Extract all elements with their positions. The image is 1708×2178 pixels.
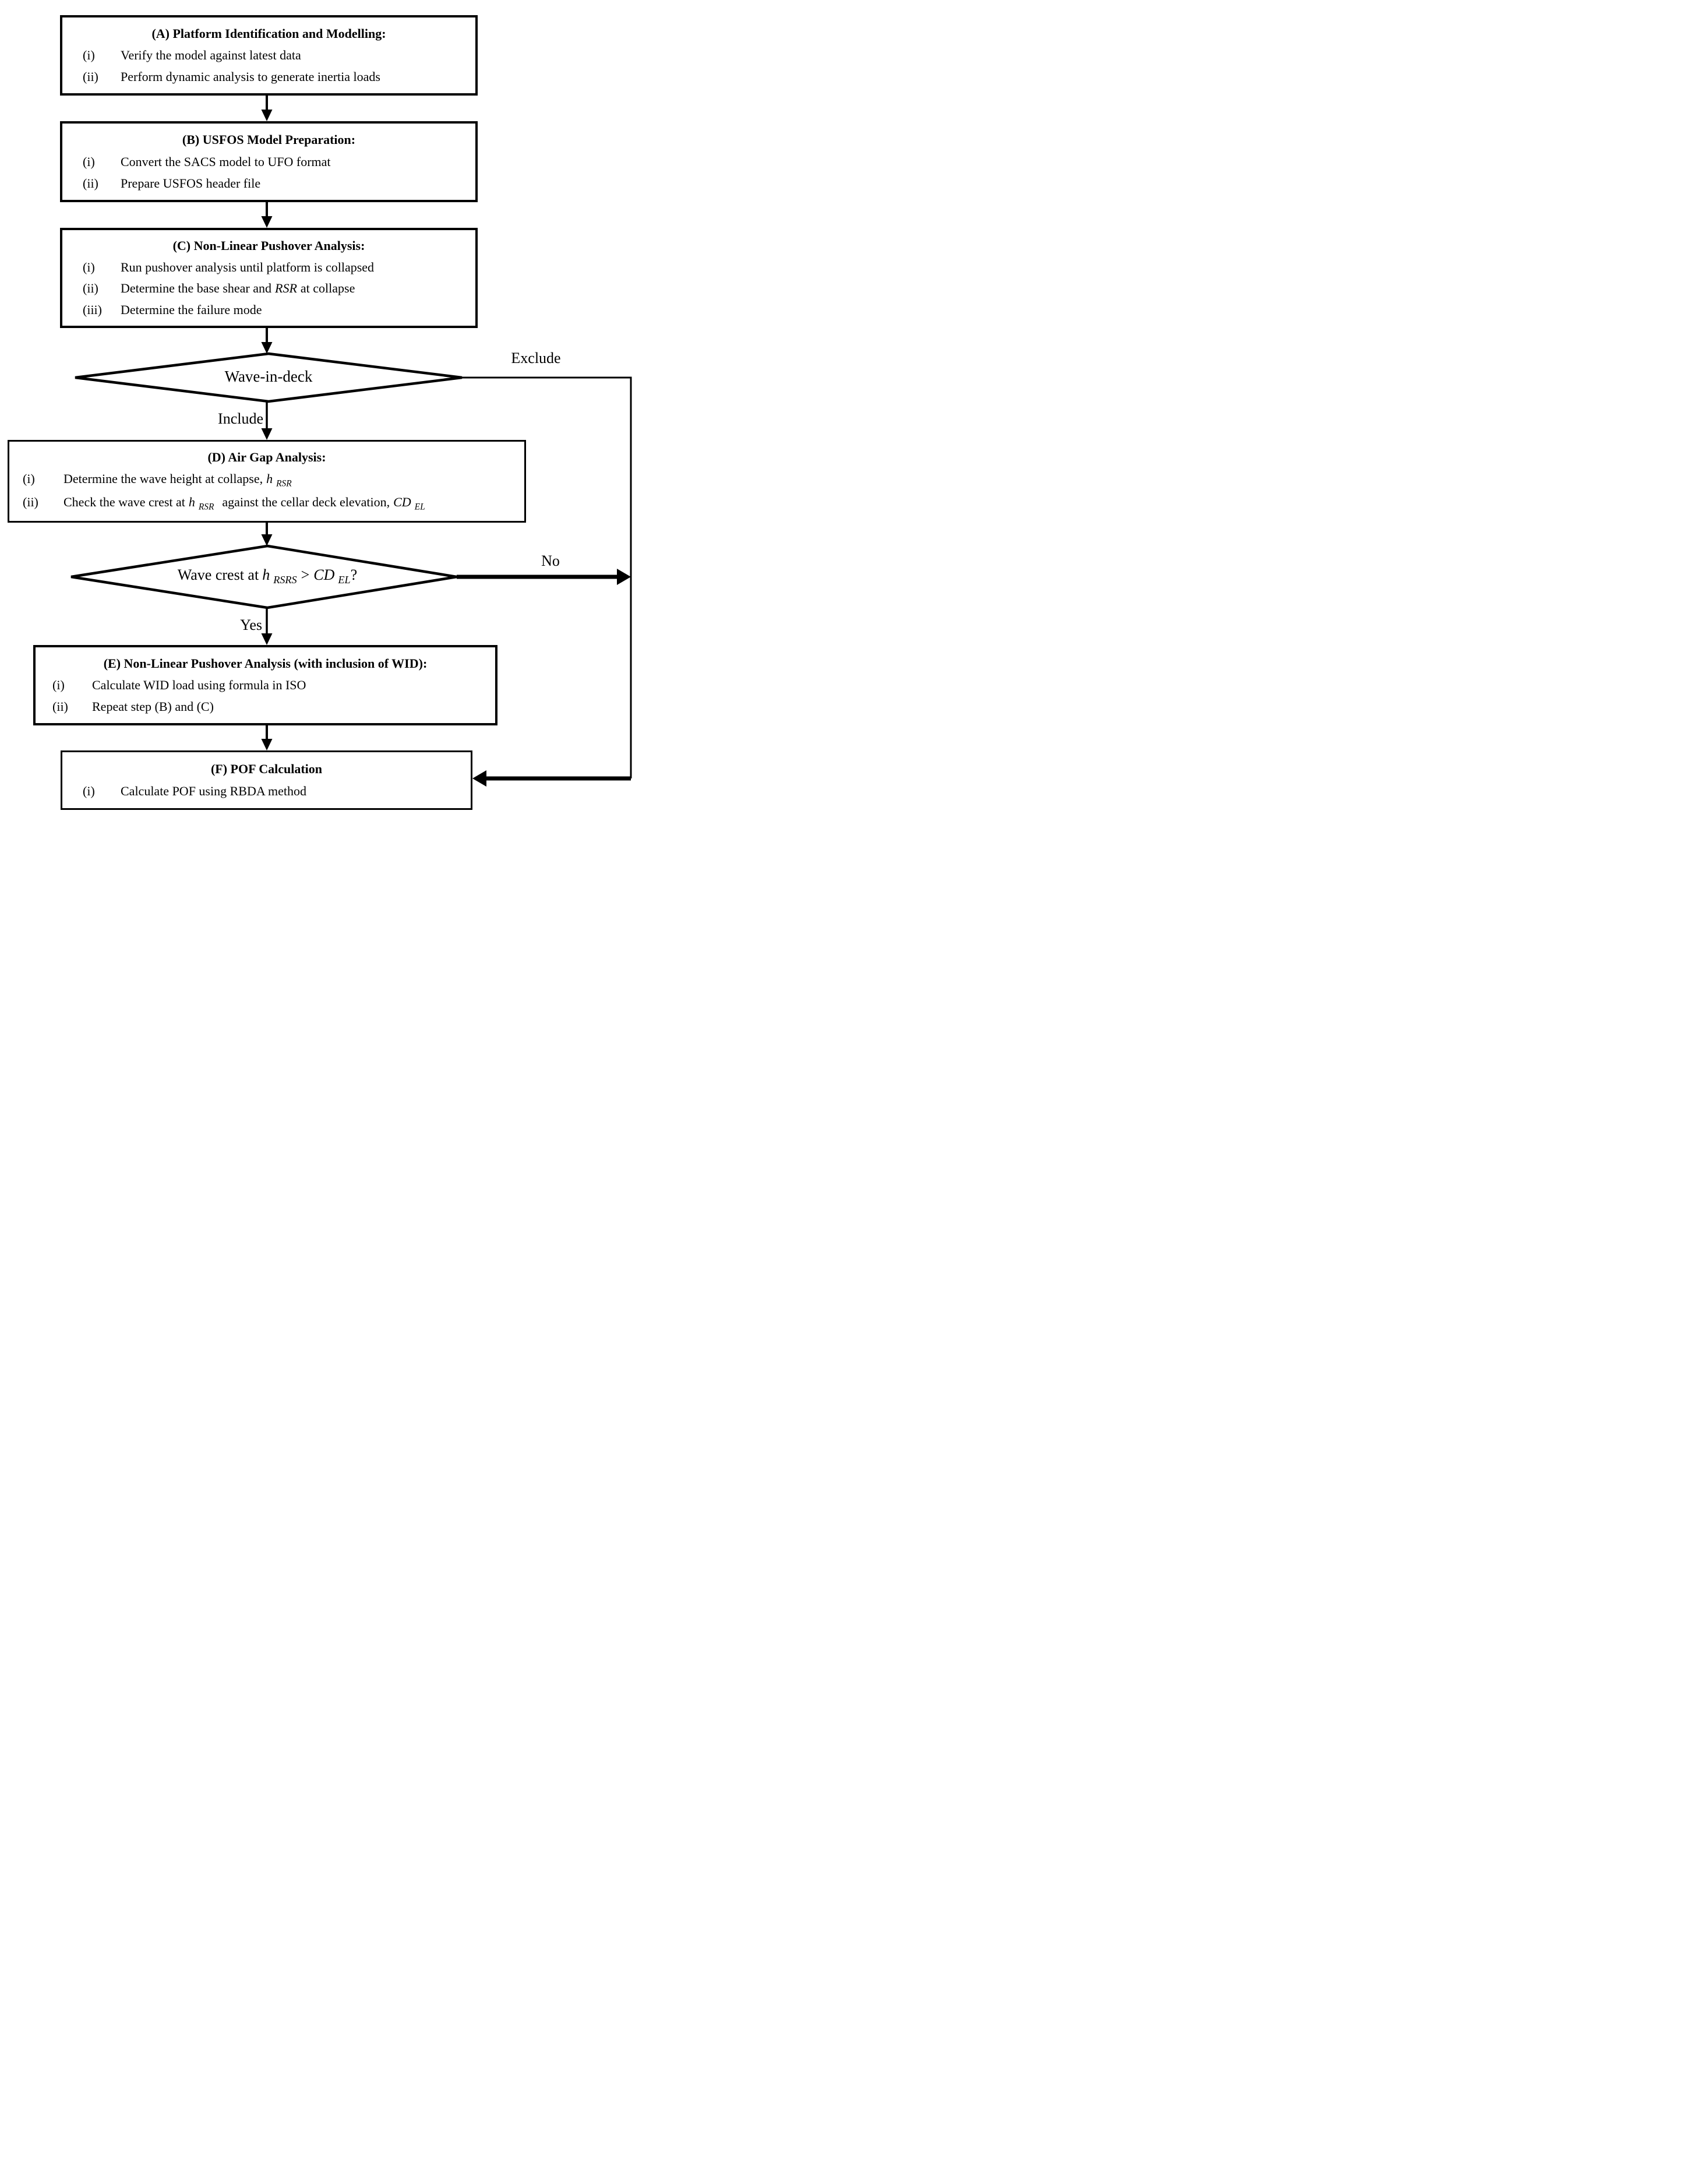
item-text: Run pushover analysis until platform is … — [121, 259, 375, 274]
node-b-item-2: (ii) Prepare USFOS header file — [67, 176, 471, 191]
node-f-title: (F) POF Calculation — [210, 762, 323, 776]
edge-label-no: No — [541, 552, 560, 569]
node-c-title: (C) Non-Linear Pushover Analysis: — [172, 238, 365, 253]
node-a-item-1: (i) Verify the model against latest data — [67, 48, 471, 63]
node-e-title: (E) Non-Linear Pushover Analysis (with i… — [103, 656, 428, 671]
item-text: Prepare USFOS header file — [121, 175, 261, 191]
node-d-air-gap-analysis: (D) Air Gap Analysis: (i) Determine the … — [8, 440, 526, 523]
item-label: (i) — [83, 784, 95, 798]
node-c-item-3: (iii) Determine the failure mode — [67, 302, 471, 318]
item-label: (i) — [83, 259, 95, 274]
math-var-cd: CD — [393, 495, 411, 510]
node-e-nonlinear-pushover-wid: (E) Non-Linear Pushover Analysis (with i… — [33, 645, 497, 725]
item-label: (ii) — [52, 699, 68, 714]
item-label: (iii) — [83, 302, 102, 317]
node-a-platform-identification: (A) Platform Identification and Modellin… — [60, 15, 478, 96]
node-c-item-1: (i) Run pushover analysis until platform… — [67, 260, 471, 275]
flowchart-canvas: (A) Platform Identification and Modellin… — [0, 0, 641, 817]
item-label: (i) — [52, 678, 65, 692]
math-var-h: h — [188, 495, 195, 510]
edge-b-to-c-arrowhead-icon — [261, 216, 273, 228]
item-label: (i) — [23, 471, 35, 486]
edge-c-to-decision1-arrowhead-icon — [261, 342, 273, 354]
item-text: Determine the failure mode — [121, 302, 262, 317]
edge-e-to-f-arrowhead-icon — [261, 739, 273, 750]
math-sub-rsr: RSR — [198, 502, 214, 512]
item-text: Calculate POF using RBDA method — [121, 784, 306, 798]
math-sub-rsrs: RSRS — [273, 574, 297, 586]
node-b-usfos-model-preparation: (B) USFOS Model Preparation: (i) Convert… — [60, 121, 478, 202]
node-d-title: (D) Air Gap Analysis: — [207, 450, 326, 465]
math-op-gt: > — [301, 566, 310, 583]
edge-label-exclude: Exclude — [511, 350, 561, 366]
node-a-title: (A) Platform Identification and Modellin… — [151, 26, 386, 41]
item-text: Verify the model against latest data — [121, 48, 301, 62]
edge-include-arrowhead-icon — [261, 428, 273, 440]
item-text: Repeat step (B) and (C) — [92, 699, 214, 714]
item-label: (i) — [83, 154, 95, 169]
item-text: Convert the SACS model to UFO format — [121, 154, 331, 169]
node-e-item-1: (i) Calculate WID load using formula in … — [40, 678, 490, 693]
node-a-item-2: (ii) Perform dynamic analysis to generat… — [67, 69, 471, 84]
edge-yes-arrowhead-icon — [261, 633, 273, 645]
connector-layer — [70, 96, 632, 787]
edge-a-to-b-arrowhead-icon — [261, 110, 273, 121]
exclude-path — [462, 376, 632, 778]
edge-d-to-decision2-arrowhead-icon — [261, 534, 273, 546]
node-d-item-1: (i) Determine the wave height at collaps… — [14, 471, 520, 489]
item-label: (ii) — [83, 175, 98, 191]
math-var-rsr: RSR — [275, 281, 297, 296]
math-sub-el: EL — [414, 502, 425, 512]
node-c-nonlinear-pushover: (C) Non-Linear Pushover Analysis: (i) Ru… — [60, 228, 478, 328]
wave-in-deck-decision-label: Wave-in-deck — [224, 368, 313, 385]
node-e-item-2: (ii) Repeat step (B) and (C) — [40, 699, 490, 714]
node-b-item-1: (i) Convert the SACS model to UFO format — [67, 154, 471, 170]
node-f-item-1: (i) Calculate POF using RBDA method — [67, 784, 466, 799]
item-text: Perform dynamic analysis to generate ine… — [121, 69, 380, 84]
item-label: (ii) — [83, 69, 98, 84]
math-sub-rsr: RSR — [276, 478, 292, 488]
edge-return-to-f-arrowhead-icon — [472, 770, 486, 787]
item-text: Calculate WID load using formula in ISO — [92, 678, 306, 692]
edge-label-include: Include — [218, 410, 263, 427]
wave-in-deck-diamond — [75, 352, 463, 403]
item-label: (ii) — [83, 281, 98, 296]
math-var-h: h — [262, 566, 270, 583]
item-label: (i) — [83, 48, 95, 62]
item-label: (ii) — [23, 495, 38, 510]
math-sub-el: EL — [338, 574, 351, 586]
math-var-cd: CD — [313, 566, 335, 583]
math-var-h: h — [266, 471, 273, 486]
question-mark: ? — [350, 566, 358, 583]
edge-label-yes: Yes — [240, 616, 262, 633]
node-b-title: (B) USFOS Model Preparation: — [182, 132, 356, 147]
edge-no-arrowhead-icon — [617, 569, 631, 585]
node-f-pof-calculation: (F) POF Calculation (i) Calculate POF us… — [61, 750, 472, 810]
